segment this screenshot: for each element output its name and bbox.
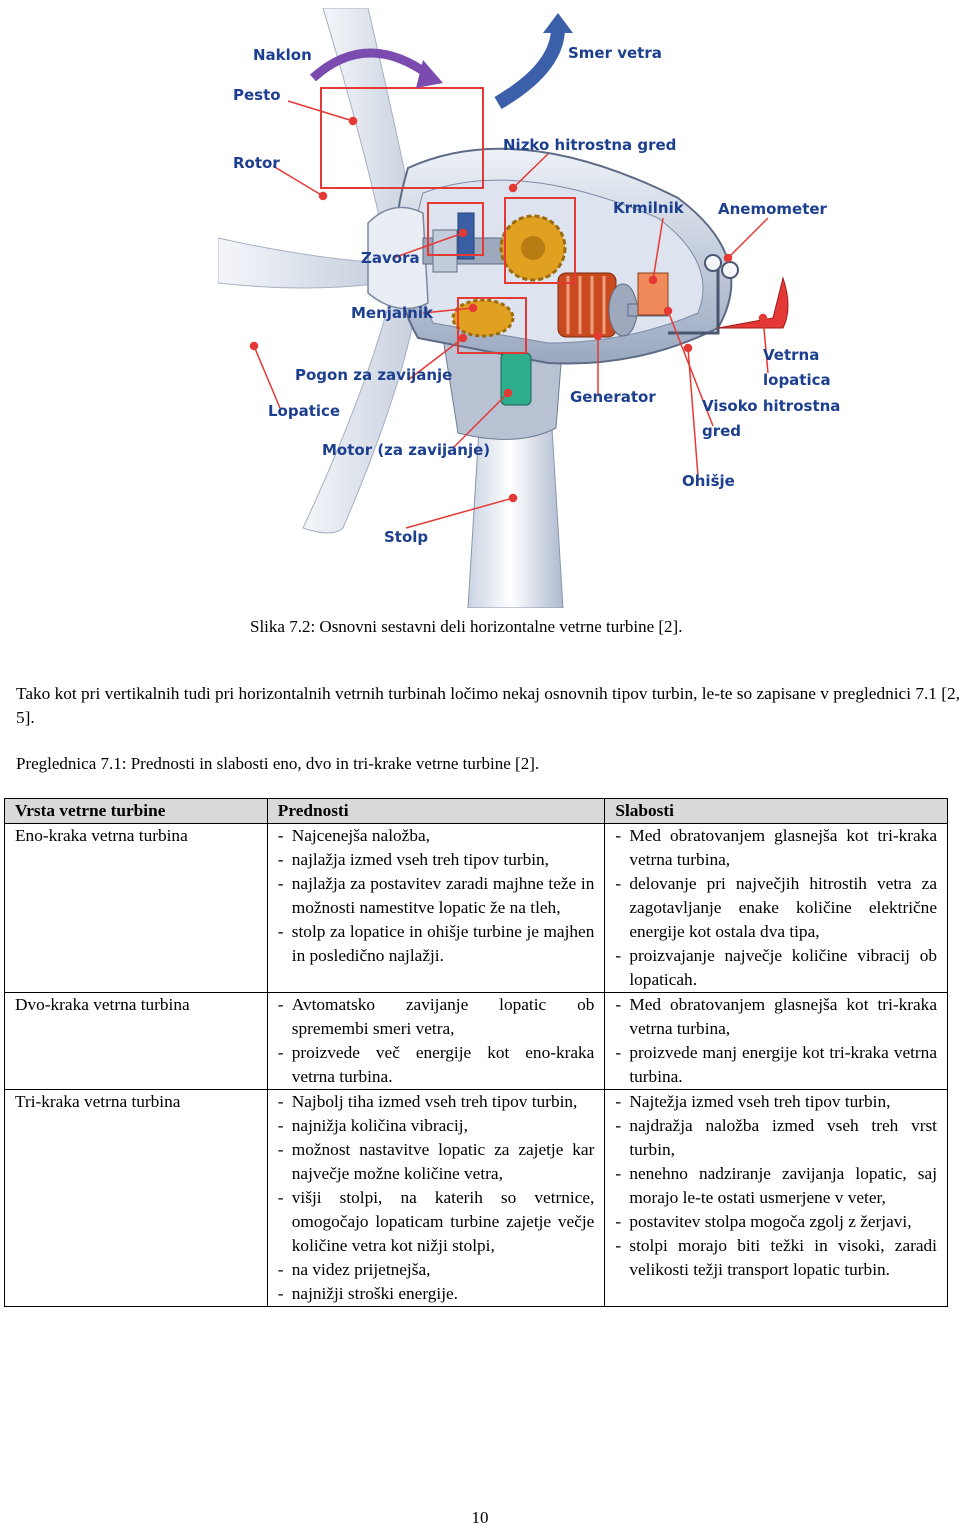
label-visoko-1: Visoko hitrostna (702, 397, 840, 415)
label-generator: Generator (570, 388, 656, 406)
cons-item: Med obratovanjem glasnejša kot tri-kraka… (615, 993, 937, 1041)
cons-item: proizvede manj energije kot tri-kraka ve… (615, 1041, 937, 1089)
pros-item: Najbolj tiha izmed vseh treh tipov turbi… (278, 1090, 595, 1114)
header-type: Vrsta vetrne turbine (5, 799, 268, 824)
label-lopatice: Lopatice (268, 402, 340, 420)
yaw-motor (501, 353, 531, 405)
label-vetrna-2: lopatica (763, 371, 831, 389)
label-menjalnik: Menjalnik (351, 304, 434, 322)
pros-item: proizvede več energije kot eno-kraka vet… (278, 1041, 595, 1089)
figure-caption: Slika 7.2: Osnovni sestavni deli horizon… (250, 617, 682, 637)
label-stolp: Stolp (384, 528, 428, 546)
pros-cell: Najcenejša naložba, najlažja izmed vseh … (267, 824, 605, 993)
page-number: 10 (0, 1508, 960, 1528)
label-zavora: Zavora (361, 249, 420, 267)
cons-item: Najtežja izmed vseh treh tipov turbin, (615, 1090, 937, 1114)
cons-item: postavitev stolpa mogoča zgolj z žerjavi… (615, 1210, 937, 1234)
label-anemometer: Anemometer (718, 200, 828, 218)
label-ohisje: Ohišje (682, 472, 735, 490)
cons-item: stolpi morajo biti težki in visoki, zara… (615, 1234, 937, 1282)
table-row: Eno-kraka vetrna turbina Najcenejša nalo… (5, 824, 948, 993)
cons-item: najdražja naložba izmed vseh treh vrst t… (615, 1114, 937, 1162)
pros-item: Avtomatsko zavijanje lopatic ob sprememb… (278, 993, 595, 1041)
pros-cell: Najbolj tiha izmed vseh treh tipov turbi… (267, 1090, 605, 1307)
label-rotor: Rotor (233, 154, 280, 172)
pros-item: najlažja za postavitev zaradi majhne tež… (278, 872, 595, 920)
label-pogon: Pogon za zavijanje (295, 366, 452, 384)
pros-item: najnižja količina vibracij, (278, 1114, 595, 1138)
cons-item: Med obratovanjem glasnejša kot tri-kraka… (615, 824, 937, 872)
turbine-diagram: Naklon Pesto Rotor Smer vetra Nizko hitr… (218, 8, 848, 608)
pros-item: višji stolpi, na katerih so vetrnice, om… (278, 1186, 595, 1258)
label-naklon: Naklon (253, 46, 312, 64)
cons-item: delovanje pri največjih hitrostih vetra … (615, 872, 937, 944)
label-motor: Motor (za zavijanje) (322, 441, 490, 459)
turbine-type: Tri-kraka vetrna turbina (5, 1090, 268, 1307)
table-header-row: Vrsta vetrne turbine Prednosti Slabosti (5, 799, 948, 824)
pros-cell: Avtomatsko zavijanje lopatic ob sprememb… (267, 993, 605, 1090)
pros-item: možnost nastavitve lopatic za zajetje ka… (278, 1138, 595, 1186)
pros-item: najnižji stroški energije. (278, 1282, 595, 1306)
body-paragraph: Tako kot pri vertikalnih tudi pri horizo… (16, 682, 960, 730)
turbine-figure: Naklon Pesto Rotor Smer vetra Nizko hitr… (218, 8, 848, 608)
header-cons: Slabosti (605, 799, 948, 824)
header-pros: Prednosti (267, 799, 605, 824)
table-caption: Preglednica 7.1: Prednosti in slabosti e… (16, 754, 539, 774)
table-row: Tri-kraka vetrna turbina Najbolj tiha iz… (5, 1090, 948, 1307)
turbine-type: Eno-kraka vetrna turbina (5, 824, 268, 993)
cons-item: nenehno nadziranje zavijanja lopatic, sa… (615, 1162, 937, 1210)
pros-item: najlažja izmed vseh treh tipov turbin, (278, 848, 595, 872)
label-vetrna-1: Vetrna (763, 346, 819, 364)
table-row: Dvo-kraka vetrna turbina Avtomatsko zavi… (5, 993, 948, 1090)
label-krmilnik: Krmilnik (613, 199, 685, 217)
label-visoko-2: gred (702, 422, 741, 440)
yaw-gear (453, 300, 513, 336)
cons-cell: Med obratovanjem glasnejša kot tri-kraka… (605, 824, 948, 993)
turbine-type: Dvo-kraka vetrna turbina (5, 993, 268, 1090)
pros-item: na videz prijetnejša, (278, 1258, 595, 1282)
cons-cell: Najtežja izmed vseh treh tipov turbin, n… (605, 1090, 948, 1307)
pros-item: Najcenejša naložba, (278, 824, 595, 848)
cons-cell: Med obratovanjem glasnejša kot tri-kraka… (605, 993, 948, 1090)
comparison-table: Vrsta vetrne turbine Prednosti Slabosti … (4, 798, 948, 1307)
label-pesto: Pesto (233, 86, 281, 104)
label-nizko-gred: Nizko hitrostna gred (503, 136, 676, 154)
pros-item: stolp za lopatice in ohišje turbine je m… (278, 920, 595, 968)
label-smer-vetra: Smer vetra (568, 44, 662, 62)
cons-item: proizvajanje največje količine vibracij … (615, 944, 937, 992)
